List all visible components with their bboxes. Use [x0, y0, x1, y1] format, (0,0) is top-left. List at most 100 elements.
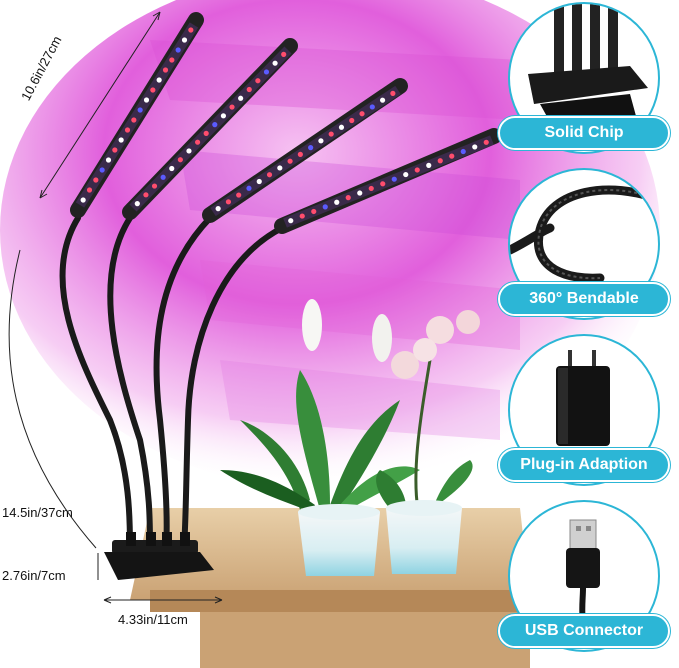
feature-label: USB Connector	[498, 614, 670, 648]
led-chip	[215, 206, 221, 212]
led-chip	[134, 201, 140, 207]
led-chip	[318, 138, 324, 144]
led-chip	[236, 192, 242, 198]
led-chip	[472, 144, 478, 150]
led-chip	[266, 172, 273, 178]
led-chip	[328, 131, 334, 137]
led-chip	[203, 130, 209, 136]
led-chip	[403, 171, 409, 178]
led-chip	[124, 127, 131, 133]
dimension-arrows	[8, 11, 223, 604]
flower-pots	[298, 500, 462, 576]
led-chip	[281, 51, 287, 57]
led-chip	[437, 158, 443, 164]
plant-left	[220, 299, 420, 512]
led-chip	[238, 95, 244, 101]
feature-label: 360° Bendable	[498, 282, 670, 316]
led-chip	[311, 208, 317, 215]
led-chips	[80, 27, 489, 224]
led-chip	[297, 151, 303, 157]
led-chip	[322, 204, 328, 210]
led-chip	[277, 165, 283, 171]
led-chip	[449, 153, 455, 159]
lamp-light-bars	[70, 12, 502, 234]
led-chip	[308, 145, 314, 151]
led-chip	[255, 78, 261, 84]
led-chip	[169, 57, 175, 63]
led-chip	[156, 77, 162, 83]
led-chip	[229, 104, 235, 110]
power-adapter-icon	[556, 350, 610, 446]
led-chip	[175, 47, 181, 53]
led-chip	[299, 213, 305, 219]
led-chip	[150, 87, 156, 93]
feature-label: Solid Chip	[498, 116, 670, 150]
light-bar-2	[122, 38, 298, 220]
led-chip	[379, 97, 386, 103]
lamp-clamp	[104, 532, 214, 580]
led-chip	[338, 124, 345, 130]
orchid-right	[376, 310, 480, 521]
led-chip	[345, 195, 351, 201]
led-chip	[131, 117, 137, 123]
led-chip	[162, 67, 169, 73]
feature-usb: USB Connector	[498, 500, 670, 660]
led-chip	[390, 90, 396, 96]
feature-solid-chip: Solid Chip	[498, 2, 670, 162]
led-chip	[186, 148, 192, 154]
led-chip	[137, 107, 143, 113]
led-chip	[118, 137, 124, 143]
led-chip	[288, 218, 294, 224]
led-chip	[414, 167, 420, 173]
wooden-table	[130, 508, 530, 668]
feature-bendable: 360° Bendable	[498, 168, 670, 328]
led-chip	[112, 147, 118, 153]
light-bar-4	[274, 128, 502, 234]
feature-adapter: Plug-in Adaption	[498, 334, 670, 494]
gooseneck-icon	[510, 185, 658, 283]
light-bar-3	[202, 78, 408, 223]
light-glow	[0, 0, 660, 490]
led-chip	[368, 185, 374, 192]
led-chip	[359, 111, 365, 117]
led-chip	[256, 178, 262, 185]
led-chip	[426, 162, 432, 168]
led-chip	[246, 185, 252, 191]
led-chip	[93, 177, 99, 183]
lamp-gooseneck-arms	[59, 215, 285, 551]
led-chip	[483, 139, 489, 145]
led-chip	[143, 97, 150, 103]
clip-height-label: 2.76in/7cm	[2, 568, 66, 583]
led-chip	[143, 192, 149, 198]
led-chip	[263, 69, 270, 75]
led-chip	[380, 181, 386, 187]
led-chip	[80, 197, 86, 203]
led-chip	[460, 148, 466, 155]
led-chip	[225, 199, 232, 205]
clip-width-label: 4.33in/11cm	[118, 612, 188, 627]
led-chip	[181, 37, 188, 43]
led-chip	[151, 183, 158, 189]
led-chip	[160, 174, 166, 180]
led-chip	[194, 139, 201, 145]
total-height-label: 14.5in/37cm	[2, 505, 73, 520]
feature-label: Plug-in Adaption	[498, 448, 670, 482]
led-chip	[86, 187, 93, 193]
led-chip	[99, 167, 105, 173]
led-chip	[169, 165, 175, 172]
led-chip	[177, 157, 183, 163]
led-chip	[188, 27, 194, 33]
led-chip	[391, 176, 397, 182]
led-chip	[246, 86, 252, 93]
clamp-icon	[528, 4, 648, 122]
led-chip	[272, 60, 278, 66]
led-chip	[357, 190, 363, 196]
led-chip	[220, 113, 227, 119]
led-chip	[334, 199, 340, 205]
led-chip	[212, 122, 218, 128]
led-chip	[349, 117, 355, 124]
led-chip	[105, 157, 112, 163]
led-chip	[369, 104, 375, 110]
led-chip	[287, 158, 293, 164]
